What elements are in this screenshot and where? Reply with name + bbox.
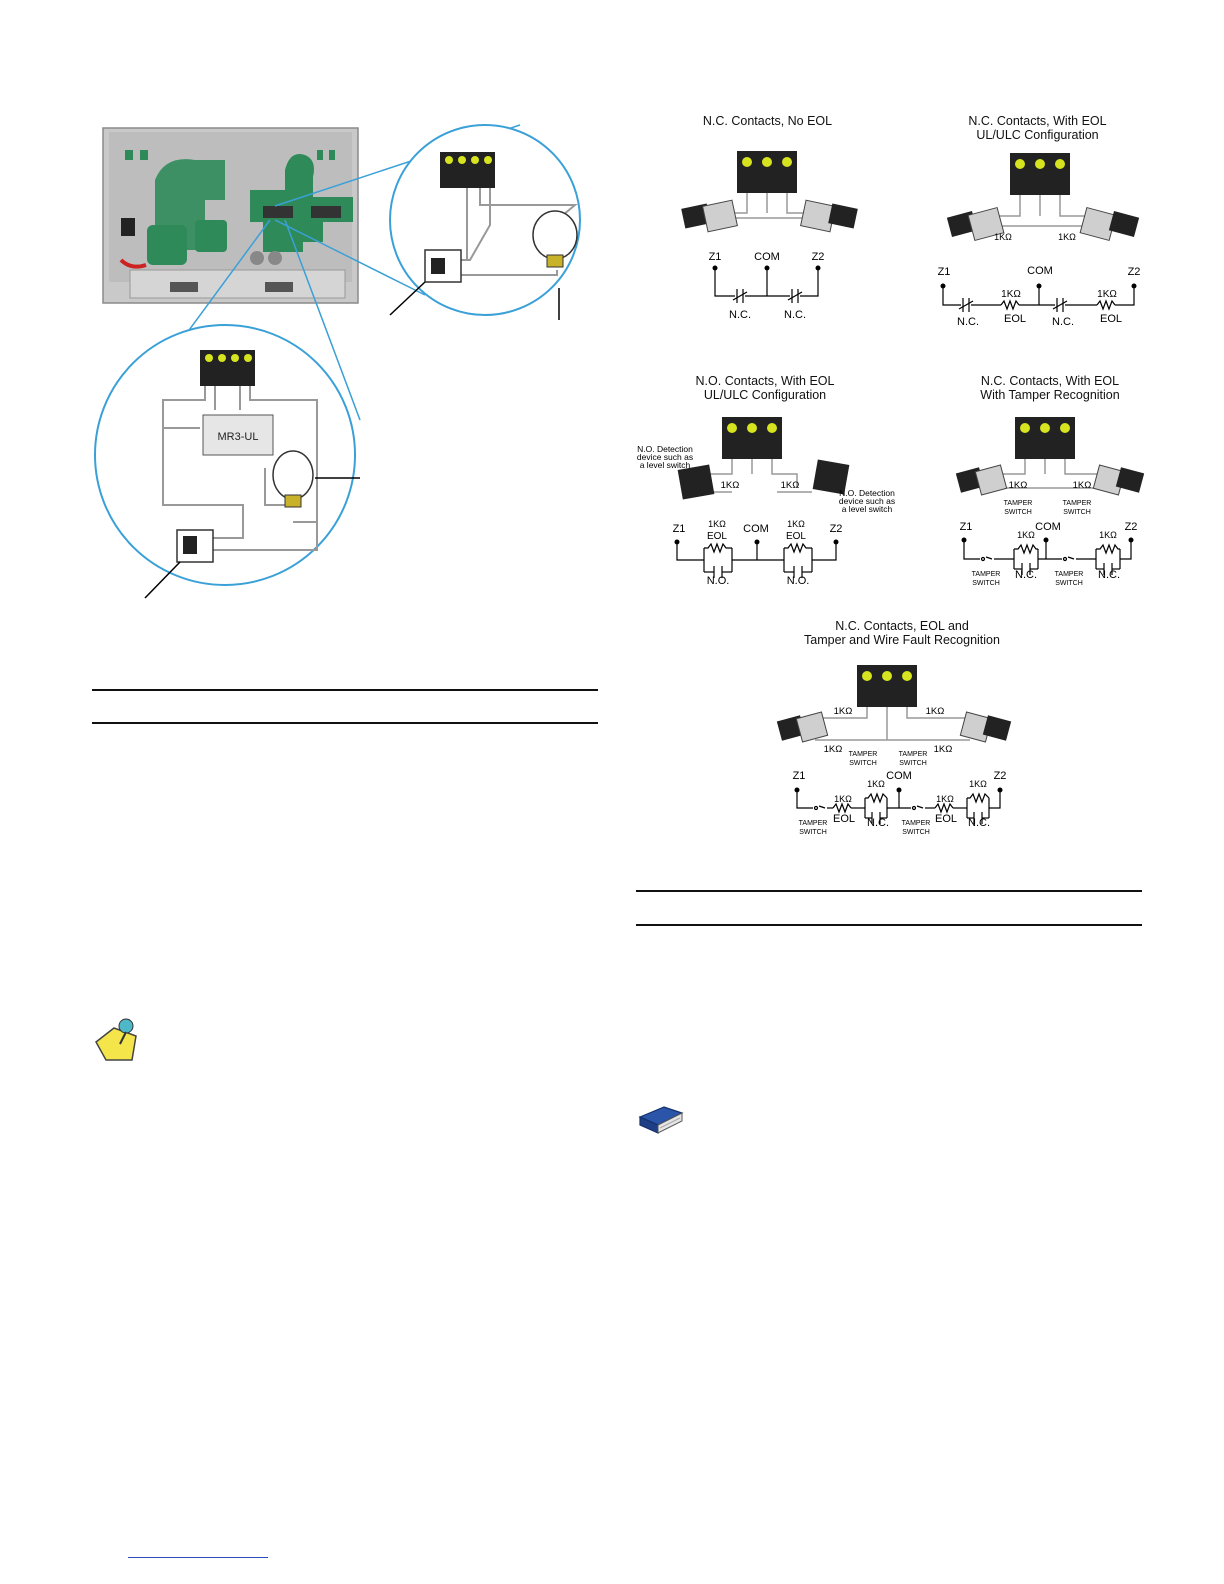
node-z2: Z2: [994, 770, 1007, 782]
control-panel-board: [102, 127, 359, 304]
tamper-label-3b: SWITCH: [799, 829, 827, 836]
node-com: COM: [754, 251, 780, 263]
diagram-nc-eol-title-1: N.C. Contacts, With EOL: [968, 114, 1107, 128]
resistor-label-5: 1KΩ: [867, 779, 885, 789]
tamper-label-3a: TAMPER: [799, 820, 828, 827]
diagram-no-eol-title-1: N.O. Contacts, With EOL: [695, 374, 835, 388]
diagram-nc-tamper: 1KΩ 1KΩ TAMPER SWITCH TAMPER SWITCH Z1 C…: [955, 417, 1145, 587]
resistor-label-3: 1KΩ: [1001, 289, 1021, 300]
contact-nc-1: N.C.: [729, 309, 751, 321]
tamper-label-4a: TAMPER: [1055, 571, 1084, 578]
contact-nc-2: N.C.: [1098, 569, 1120, 581]
node-z2: Z2: [1128, 266, 1141, 278]
zoom-circle-relay: MR3-UL: [94, 324, 360, 599]
resistor-label-4: 1KΩ: [1099, 530, 1117, 540]
right-section-rule-bottom: [636, 924, 1142, 926]
diagram-no-with-eol: N.O. Detection device such as a level sw…: [637, 417, 895, 587]
panel-wiring-figure: MR3-UL: [94, 124, 581, 599]
resistor-label-1: 1KΩ: [721, 480, 740, 491]
footer-link-underline[interactable]: [128, 1557, 268, 1558]
contact-nc-1: N.C.: [1015, 569, 1037, 581]
node-z1: Z1: [960, 521, 973, 533]
node-com: COM: [886, 770, 912, 782]
tamper-label-1a: TAMPER: [849, 751, 878, 758]
contact-nc-2: N.C.: [1052, 316, 1074, 328]
resistor-label-6: 1KΩ: [969, 779, 987, 789]
diagram-nc-tamper-title-1: N.C. Contacts, With EOL: [980, 374, 1120, 388]
note-right-3: a level switch: [842, 504, 893, 514]
node-z1: Z1: [709, 251, 722, 263]
diagram-nc-wire-fault-title-1: N.C. Contacts, EOL and: [835, 619, 969, 633]
zoom-circle-pgm-light: [389, 124, 581, 320]
resistor-label-8: 1KΩ: [936, 794, 954, 804]
tamper-label-4b: SWITCH: [902, 829, 930, 836]
diagram-no-eol-title-2: UL/ULC Configuration: [703, 388, 827, 402]
node-z1: Z1: [793, 770, 806, 782]
note-pushpin-icon: [95, 1018, 137, 1061]
contact-nc-2: N.C.: [784, 309, 806, 321]
resistor-label-1: 1KΩ: [994, 232, 1012, 242]
tamper-label-4b: SWITCH: [1055, 580, 1083, 587]
eol-label-2: EOL: [786, 531, 806, 542]
tamper-label-1b: SWITCH: [849, 760, 877, 767]
resistor-label-7: 1KΩ: [834, 794, 852, 804]
resistor-label-4: 1KΩ: [934, 744, 953, 755]
diagram-nc-eol-tamper-wire: 1KΩ 1KΩ 1KΩ 1KΩ TAMPER SWITCH TAMPER SWI…: [776, 665, 1012, 836]
resistor-label-1: 1KΩ: [834, 706, 853, 717]
resistor-label-3: 1KΩ: [824, 744, 843, 755]
resistor-label-2: 1KΩ: [1073, 480, 1092, 491]
note-left-3: a level switch: [640, 460, 691, 470]
node-z2: Z2: [812, 251, 825, 263]
tamper-label-2b: SWITCH: [899, 760, 927, 767]
diagram-nc-with-eol: 1KΩ 1KΩ Z1 COM Z2 1KΩ 1KΩ N.C. EOL N.C. …: [938, 153, 1141, 328]
resistor-label-3: 1KΩ: [708, 519, 726, 529]
tamper-label-2b: SWITCH: [1063, 509, 1091, 516]
contact-nc-1: N.C.: [957, 316, 979, 328]
eol-label-2: EOL: [1100, 313, 1122, 325]
resistor-label-4: 1KΩ: [1097, 289, 1117, 300]
tamper-label-2a: TAMPER: [899, 751, 928, 758]
node-com: COM: [1027, 265, 1053, 277]
eol-label-1: EOL: [1004, 313, 1026, 325]
tamper-label-1b: SWITCH: [1004, 509, 1032, 516]
node-z1: Z1: [673, 523, 686, 535]
resistor-label-1: 1KΩ: [1009, 480, 1028, 491]
reference-book-icon: [638, 1106, 684, 1134]
tamper-label-2a: TAMPER: [1063, 500, 1092, 507]
tamper-label-1a: TAMPER: [1004, 500, 1033, 507]
node-z2: Z2: [830, 523, 843, 535]
contact-no-2: N.O.: [787, 575, 810, 587]
tamper-label-3b: SWITCH: [972, 580, 1000, 587]
diagram-nc-tamper-title-2: With Tamper Recognition: [980, 388, 1120, 402]
node-com: COM: [743, 523, 769, 535]
resistor-label-2: 1KΩ: [781, 480, 800, 491]
note-right-1: N.O. Detection: [839, 488, 895, 498]
relay-module-label: MR3-UL: [218, 431, 259, 443]
left-section-rule-top: [92, 689, 598, 691]
diagram-nc-no-eol: Z1 COM Z2 N.C. N.C.: [681, 151, 858, 321]
diagram-nc-no-eol-title: N.C. Contacts, No EOL: [702, 114, 833, 128]
contact-nc-2: N.C.: [968, 817, 990, 829]
resistor-label-3: 1KΩ: [1017, 530, 1035, 540]
resistor-label-2: 1KΩ: [1058, 232, 1076, 242]
eol-label-1: EOL: [707, 531, 727, 542]
resistor-label-4: 1KΩ: [787, 519, 805, 529]
diagram-nc-wire-fault-title-2: Tamper and Wire Fault Recognition: [804, 633, 1000, 647]
left-section-rule-bottom: [92, 722, 598, 724]
right-section-rule-top: [636, 890, 1142, 892]
resistor-label-2: 1KΩ: [926, 706, 945, 717]
tamper-label-3a: TAMPER: [972, 571, 1001, 578]
note-right-2: device such as: [839, 496, 895, 506]
node-com: COM: [1035, 521, 1061, 533]
tamper-label-4a: TAMPER: [902, 820, 931, 827]
contact-nc-1: N.C.: [867, 817, 889, 829]
contact-no-1: N.O.: [707, 575, 730, 587]
eol-label-2: EOL: [935, 813, 957, 825]
node-z2: Z2: [1125, 521, 1138, 533]
diagram-nc-eol-title-2: UL/ULC Configuration: [976, 128, 1099, 142]
eol-label-1: EOL: [833, 813, 855, 825]
note-left-1: N.O. Detection: [637, 444, 693, 454]
node-z1: Z1: [938, 266, 951, 278]
note-left-2: device such as: [637, 452, 693, 462]
